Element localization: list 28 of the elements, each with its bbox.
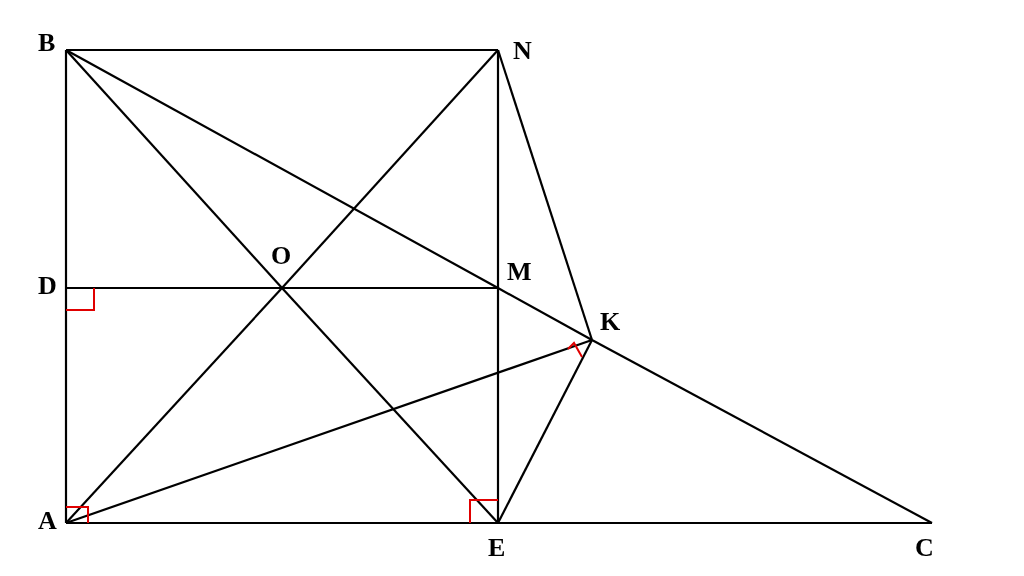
point-label: C	[915, 535, 934, 561]
line-segment	[65, 287, 283, 524]
point-label: A	[38, 508, 57, 534]
line-segment	[497, 287, 593, 341]
point-label: O	[271, 243, 292, 269]
line-segment	[64, 50, 68, 288]
point-label: D	[38, 273, 57, 299]
line-segment	[65, 49, 283, 289]
point-label: N	[513, 38, 532, 64]
line-segment	[496, 288, 500, 523]
line-segment	[281, 287, 499, 524]
point-label: M	[507, 259, 532, 285]
point-label: B	[38, 30, 56, 56]
line-segment	[496, 49, 594, 341]
line-segment	[66, 521, 498, 525]
line-segment	[66, 48, 498, 52]
line-segment	[64, 288, 68, 523]
line-segment	[497, 339, 593, 524]
line-segment	[281, 49, 499, 289]
line-segment	[65, 338, 593, 525]
point-label: E	[488, 535, 506, 561]
line-segment	[591, 339, 933, 524]
line-segment	[65, 49, 499, 289]
line-segment	[66, 286, 282, 290]
line-segment	[496, 50, 500, 288]
line-segment	[498, 521, 932, 525]
point-label: K	[600, 309, 621, 335]
line-segment	[282, 286, 498, 290]
